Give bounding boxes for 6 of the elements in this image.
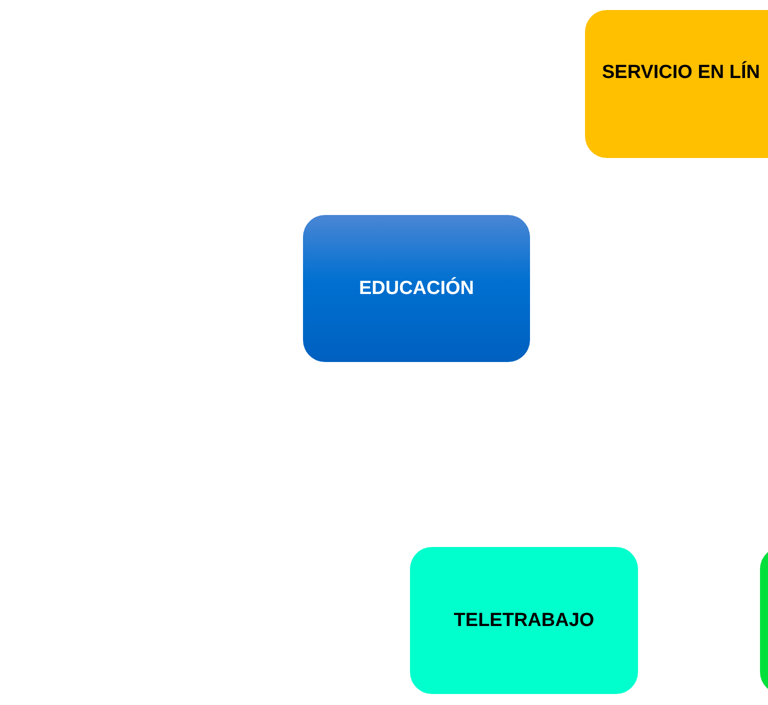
box-label: SERVICIO EN LÍN xyxy=(602,62,760,84)
box-label: EDUCACIÓN xyxy=(358,278,474,300)
category-box xyxy=(410,547,638,694)
category-box xyxy=(585,10,768,158)
category-box xyxy=(303,215,530,362)
box-label: TELETRABAJO xyxy=(454,610,594,632)
